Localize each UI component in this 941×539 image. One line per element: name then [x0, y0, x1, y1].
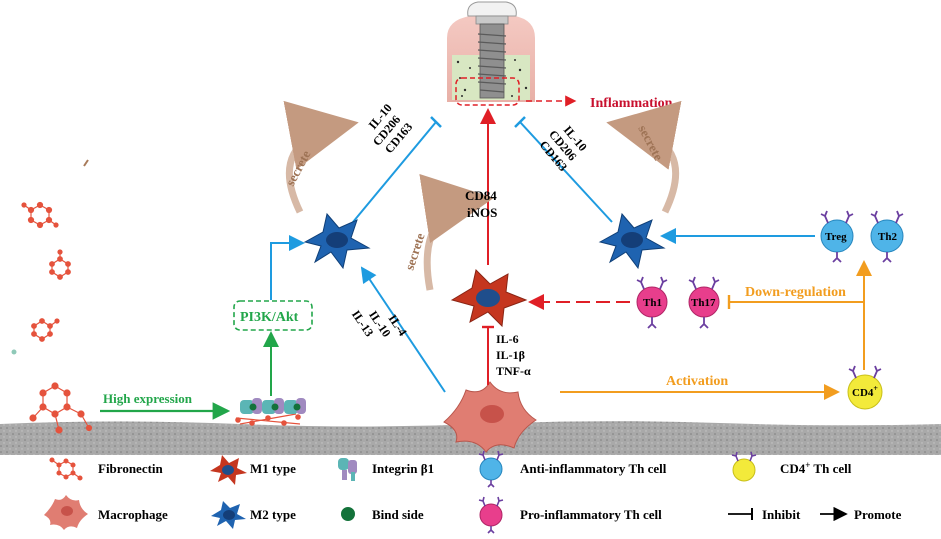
m1-marker-cd84: CD84 [465, 188, 497, 203]
legend: Fibronectin M1 type Integrin β1 Anti-inf… [44, 450, 902, 534]
legend-cd4-suffix: Th cell [810, 461, 851, 476]
legend-cd4-icon [731, 451, 757, 482]
legend-m2-icon [211, 501, 246, 529]
legend-pro-th-icon [478, 496, 504, 534]
legend-fibronectin-icon [49, 457, 83, 481]
th2-cell: Th2 [870, 210, 904, 263]
activation-label: Activation [666, 374, 728, 389]
legend-m1-label: M1 type [250, 461, 296, 476]
high-expression-label: High expression [103, 391, 193, 406]
down-regulation-label: Down-regulation [745, 285, 846, 300]
treg-cell: Treg [820, 210, 854, 263]
legend-inhibit-label: Inhibit [762, 507, 801, 522]
pi3k-akt-box [233, 300, 313, 331]
th1-cell: Th1 [636, 276, 668, 329]
m1-inducer-2: IL-1β [496, 348, 525, 362]
svg-text:CD4+: CD4+ [852, 384, 878, 399]
left-m2-inhibit-line [352, 121, 437, 223]
m1-secrete-arrow [419, 173, 494, 291]
left-secreted-list: IL-10 CD206 CD163 [366, 101, 416, 156]
stray-mark [83, 159, 89, 167]
treg-label: Treg [825, 231, 847, 243]
pi3k-to-m2-arrow [270, 235, 305, 300]
pi3k-akt-label: PI3K/Akt [240, 310, 299, 325]
right-m2-inhibit-line [519, 121, 613, 223]
integrin-complex [235, 398, 306, 426]
legend-macrophage-icon [44, 495, 88, 530]
legend-cd4-label: CD4 [780, 461, 806, 476]
legend-anti-th-icon [478, 450, 504, 488]
legend-bind-side-label: Bind side [372, 507, 424, 522]
fibronectin-cluster [21, 201, 93, 434]
legend-promote-label: Promote [854, 507, 902, 522]
implant-tooth [447, 1, 535, 106]
inflammation-label: Inflammation [590, 96, 673, 111]
cd4-sup: + [873, 384, 878, 393]
cd4-cell: CD4+ [847, 365, 883, 410]
th2-label: Th2 [878, 231, 897, 243]
cd4-label: CD4 [852, 387, 874, 399]
m1-inducer-1: IL-6 [496, 332, 519, 346]
right-m2-macrophage [598, 212, 666, 270]
left-secrete-arrow [283, 100, 359, 214]
legend-anti-th-label: Anti-inflammatory Th cell [520, 461, 667, 476]
legend-integrin-icon [338, 458, 357, 481]
right-secrete-arrow [606, 100, 682, 214]
left-m2-macrophage [303, 212, 371, 270]
mac-to-m2-arrow [360, 266, 446, 393]
m1-inducer-3: TNF-α [496, 364, 531, 378]
right-secreted-list: IL-10 CD206 CD163 [537, 123, 590, 174]
legend-m1-icon [210, 455, 247, 485]
th17-cell: Th17 [688, 276, 720, 329]
legend-fibronectin-label: Fibronectin [98, 461, 164, 476]
legend-integrin-label: Integrin β1 [372, 461, 434, 476]
resting-macrophage [443, 381, 537, 453]
legend-bind-side-icon [341, 507, 355, 521]
legend-cd4-sup: + [805, 460, 810, 470]
m1-marker-inos: iNOS [467, 205, 497, 220]
legend-macrophage-label: Macrophage [98, 507, 168, 522]
legend-m2-label: M2 type [250, 507, 296, 522]
th17-label: Th17 [691, 297, 716, 309]
legend-pro-th-label: Pro-inflammatory Th cell [520, 507, 662, 522]
stray-particle [11, 349, 17, 355]
svg-text:CD4+ Th cell: CD4+ Th cell [780, 460, 852, 476]
m2-inducer-list: IL-4 IL-10 IL-13 [349, 308, 410, 340]
th1-label: Th1 [643, 297, 662, 309]
m1-macrophage [450, 269, 528, 328]
